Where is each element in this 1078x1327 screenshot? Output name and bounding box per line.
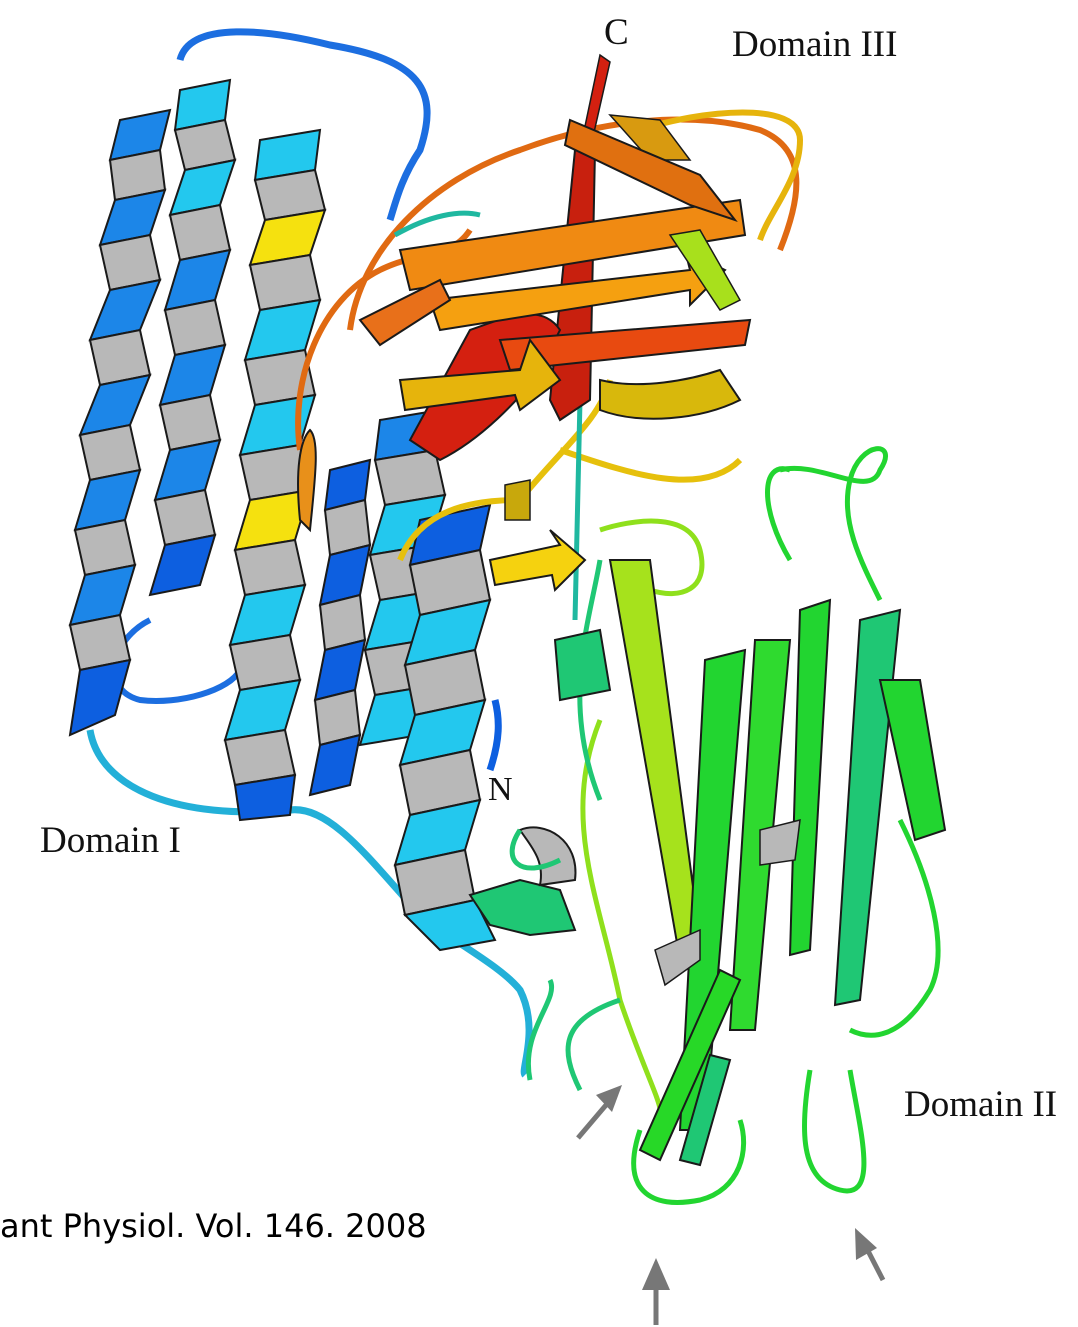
indicator-arrows bbox=[578, 1085, 883, 1325]
arrow-up-left-icon bbox=[855, 1228, 883, 1280]
domain-1-side-loop bbox=[115, 620, 240, 701]
beta-strand-teal-small bbox=[555, 630, 610, 700]
arrow-up-right-icon bbox=[578, 1085, 622, 1138]
arrow-up-icon bbox=[642, 1258, 670, 1325]
beta-strand-yellow-arrow bbox=[490, 530, 585, 590]
domain-2-loop-5 bbox=[804, 1070, 863, 1191]
beta-strand-green-6 bbox=[880, 680, 945, 840]
domain-2-loop-2 bbox=[780, 449, 886, 600]
domain-3-label: Domain III bbox=[732, 24, 897, 65]
domain-3-beta-sheets bbox=[298, 55, 800, 620]
beta-strand-green-5 bbox=[835, 610, 900, 1005]
beta-strand-green-4 bbox=[790, 600, 830, 955]
helix-1 bbox=[70, 110, 170, 735]
helix-2 bbox=[150, 80, 235, 595]
beta-strand-green-1 bbox=[610, 560, 700, 960]
domain-1-helix-bundle bbox=[70, 32, 575, 1075]
n-terminus-tail bbox=[490, 700, 498, 770]
domain-2-loop-3 bbox=[768, 469, 791, 560]
c-terminus-label: C bbox=[604, 12, 629, 53]
n-terminus-label: N bbox=[488, 771, 513, 808]
helix-connector bbox=[470, 700, 575, 935]
domain-2-label: Domain II bbox=[904, 1084, 1057, 1125]
domain-1-label: Domain I bbox=[40, 820, 181, 861]
beta-strand-lime bbox=[670, 230, 740, 310]
citation-text: ant Physiol. Vol. 146. 2008 bbox=[0, 1207, 427, 1245]
beta-strand-gold-2 bbox=[600, 370, 740, 419]
